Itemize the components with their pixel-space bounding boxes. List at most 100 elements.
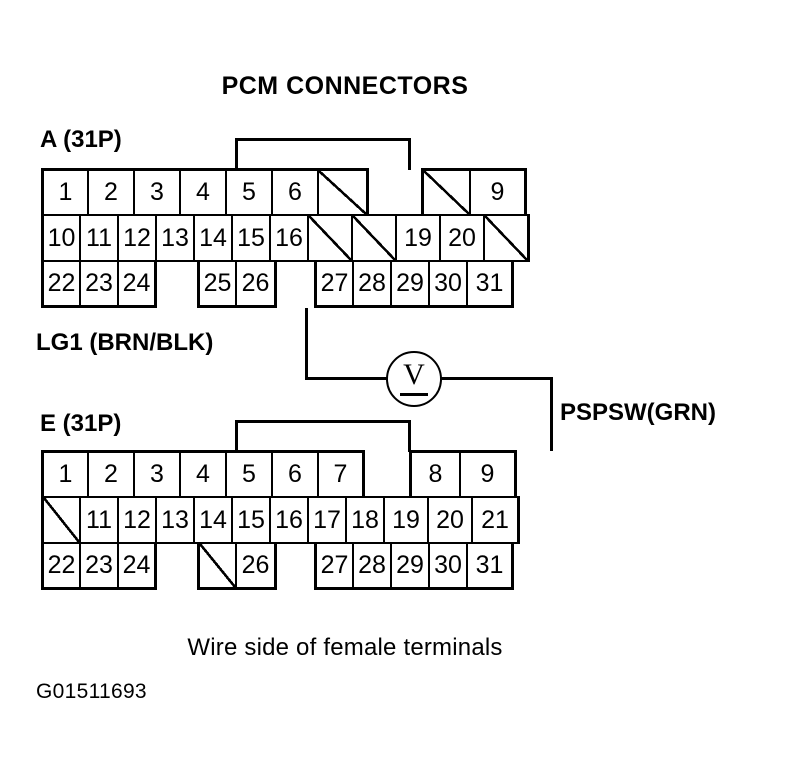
- wire-lg1-vertical: [305, 308, 308, 380]
- connector-a-pin-25[interactable]: 25: [197, 260, 237, 308]
- connector-a-pin-3[interactable]: 3: [133, 168, 181, 216]
- pin-number: 14: [199, 223, 227, 252]
- connector-a-pin-10[interactable]: 10: [41, 214, 81, 262]
- connector-e-pin-15[interactable]: 15: [231, 496, 271, 544]
- voltmeter-underline: [400, 393, 428, 396]
- diagram-caption: Wire side of female terminals: [187, 634, 503, 661]
- wire-pspsw-vertical: [550, 377, 553, 451]
- connector-e-pin-27[interactable]: 27: [314, 542, 354, 590]
- connector-e-pin-24[interactable]: 24: [117, 542, 157, 590]
- connector-e-pin-28[interactable]: 28: [352, 542, 392, 590]
- connector-a-spacer: [367, 168, 421, 216]
- connector-e-pin-2[interactable]: 2: [87, 450, 135, 498]
- connector-e-pin-9[interactable]: 9: [459, 450, 517, 498]
- connector-a-blank-terminal: [483, 214, 530, 262]
- connector-a-pin-9[interactable]: 9: [469, 168, 527, 216]
- wire-label-pspsw: PSPSW(GRN): [560, 399, 716, 426]
- connector-e-pin-29[interactable]: 29: [390, 542, 430, 590]
- connector-e-pin-12[interactable]: 12: [117, 496, 157, 544]
- connector-a-pin-19[interactable]: 19: [395, 214, 441, 262]
- voltmeter-letter: V: [403, 358, 425, 391]
- connector-a-pin-30[interactable]: 30: [428, 260, 468, 308]
- connector-a-pin-14[interactable]: 14: [193, 214, 233, 262]
- pin-number: 3: [150, 460, 164, 488]
- connector-a-blank-terminal: [351, 214, 397, 262]
- pin-number: 21: [481, 505, 509, 534]
- pin-number: 18: [351, 505, 379, 534]
- connector-e-pin-22[interactable]: 22: [41, 542, 81, 590]
- connector-a-pin-26[interactable]: 26: [235, 260, 277, 308]
- connector-e-pin-5[interactable]: 5: [225, 450, 273, 498]
- pin-number: 27: [320, 551, 349, 579]
- pin-number: 29: [396, 551, 424, 579]
- connector-a-pin-11[interactable]: 11: [79, 214, 119, 262]
- pin-number: 2: [104, 178, 118, 206]
- connector-a-pin-2[interactable]: 2: [87, 168, 135, 216]
- pin-number: 14: [199, 505, 227, 534]
- connector-a-pin-22[interactable]: 22: [41, 260, 81, 308]
- connector-a-pin-31[interactable]: 31: [466, 260, 514, 308]
- pin-number: 11: [86, 505, 112, 534]
- connector-e-pin-1[interactable]: 1: [41, 450, 89, 498]
- pin-number: 3: [150, 178, 164, 206]
- connector-e-pin-26[interactable]: 26: [235, 542, 277, 590]
- pin-number: 19: [392, 505, 420, 534]
- connector-e-pin-13[interactable]: 13: [155, 496, 195, 544]
- connector-a-pin-29[interactable]: 29: [390, 260, 430, 308]
- connector-a-pin-5[interactable]: 5: [225, 168, 273, 216]
- connector-a-pin-24[interactable]: 24: [117, 260, 157, 308]
- pin-number: 12: [123, 505, 151, 534]
- pin-number: 15: [237, 505, 265, 534]
- connector-a-pin-27[interactable]: 27: [314, 260, 354, 308]
- pin-number: 13: [161, 505, 189, 534]
- connector-a-pin-13[interactable]: 13: [155, 214, 195, 262]
- connector-a-blank-terminal: [317, 168, 369, 216]
- pin-number: 10: [47, 223, 76, 252]
- pin-number: 1: [58, 460, 73, 488]
- connector-a-blank-terminal: [307, 214, 353, 262]
- connector-e-pin-20[interactable]: 20: [427, 496, 473, 544]
- pin-number: 9: [480, 460, 495, 488]
- connector-e-pin-31[interactable]: 31: [466, 542, 514, 590]
- connector-a-pin-20[interactable]: 20: [439, 214, 485, 262]
- connector-e-pin-8[interactable]: 8: [409, 450, 461, 498]
- connector-e-pin-7[interactable]: 7: [317, 450, 365, 498]
- pin-number: 16: [275, 505, 303, 534]
- connector-a-pin-12[interactable]: 12: [117, 214, 157, 262]
- pin-number: 4: [196, 178, 210, 206]
- connector-e-pin-3[interactable]: 3: [133, 450, 181, 498]
- connector-e-pin-14[interactable]: 14: [193, 496, 233, 544]
- figure-id: G01511693: [36, 680, 147, 703]
- pin-number: 31: [475, 269, 504, 297]
- connector-e-blank-terminal: [41, 496, 81, 544]
- connector-a-pin-6[interactable]: 6: [271, 168, 319, 216]
- pin-number: 24: [122, 551, 151, 579]
- connector-a-pin-4[interactable]: 4: [179, 168, 227, 216]
- pin-number: 12: [123, 223, 151, 252]
- connector-a-pin-28[interactable]: 28: [352, 260, 392, 308]
- connector-e-pin-23[interactable]: 23: [79, 542, 119, 590]
- connector-e-pin-4[interactable]: 4: [179, 450, 227, 498]
- connector-e-pin-6[interactable]: 6: [271, 450, 319, 498]
- pin-number: 5: [242, 460, 256, 488]
- connector-a-pin-16[interactable]: 16: [269, 214, 309, 262]
- connector-a-blank-terminal: [421, 168, 471, 216]
- connector-e-pin-16[interactable]: 16: [269, 496, 309, 544]
- pin-number: 25: [203, 269, 232, 297]
- connector-e-pin-17[interactable]: 17: [307, 496, 347, 544]
- connector-e-latch-tab: [235, 420, 411, 452]
- connector-e-pin-19[interactable]: 19: [383, 496, 429, 544]
- connector-a-pin-1[interactable]: 1: [41, 168, 89, 216]
- connector-e-pin-18[interactable]: 18: [345, 496, 385, 544]
- connector-e-pin-11[interactable]: 11: [79, 496, 119, 544]
- pin-number: 8: [428, 460, 443, 488]
- pin-number: 27: [320, 269, 349, 297]
- connector-a-pin-23[interactable]: 23: [79, 260, 119, 308]
- connector-e-pin-30[interactable]: 30: [428, 542, 468, 590]
- pin-number: 26: [241, 269, 270, 297]
- connector-e-blank-terminal: [197, 542, 237, 590]
- connector-e-pin-21[interactable]: 21: [471, 496, 520, 544]
- connector-a-pin-15[interactable]: 15: [231, 214, 271, 262]
